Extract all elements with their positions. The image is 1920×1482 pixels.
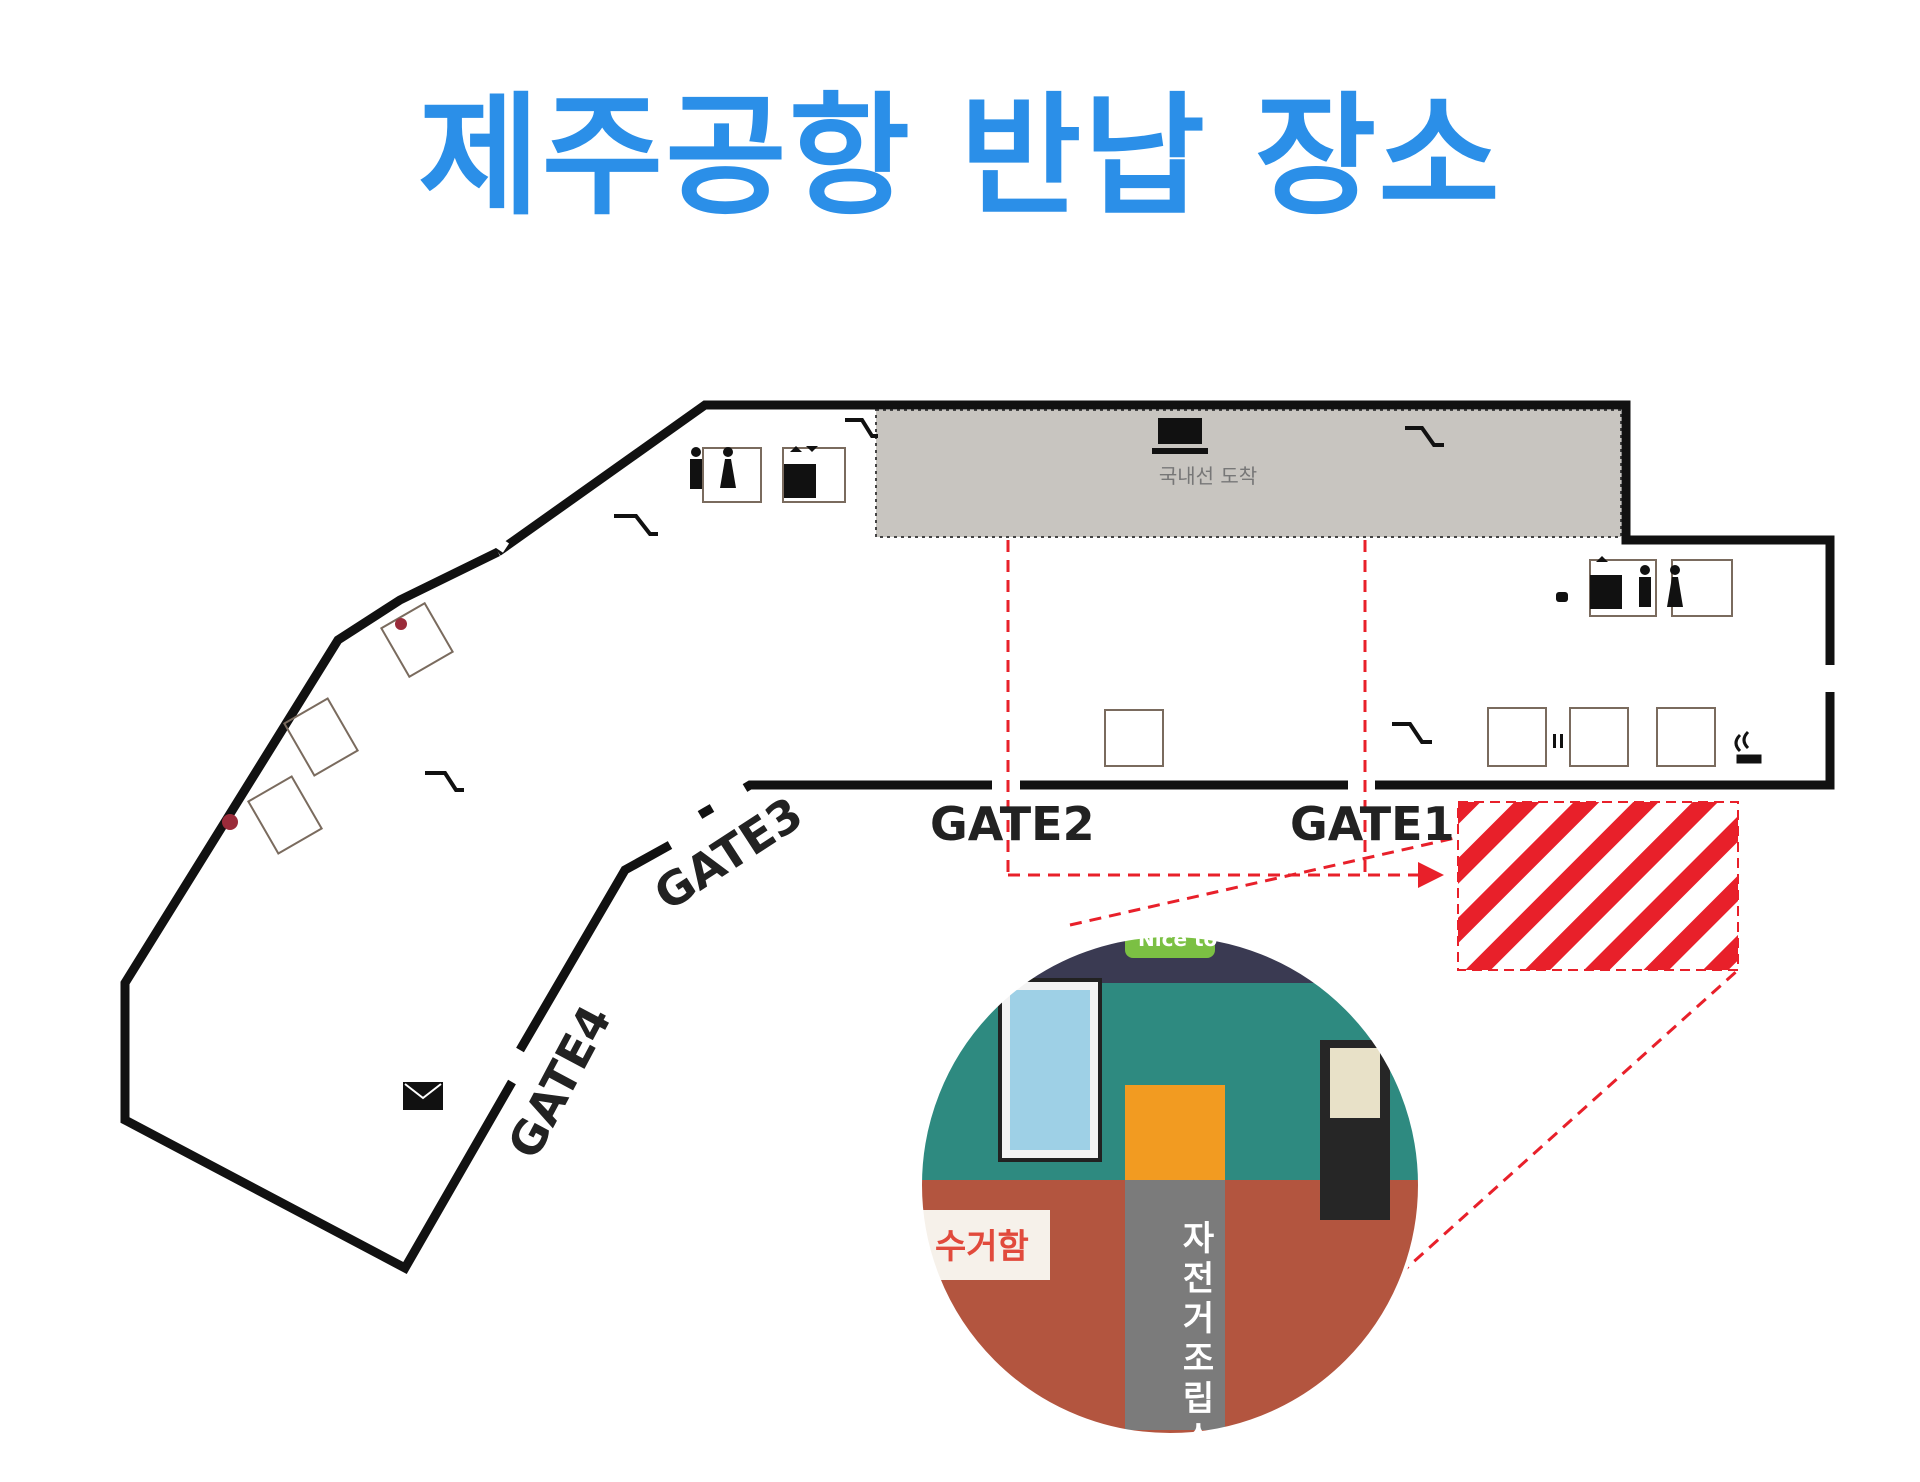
gate2-label: GATE2	[930, 797, 1095, 851]
screen-text: Nice to	[1138, 927, 1217, 951]
return-spot	[1457, 801, 1739, 971]
photo-frame	[918, 933, 1422, 1437]
gate1-label: GATE1	[1290, 797, 1455, 851]
return-spot-photo: Nice to 수거함 자전거조립소	[920, 927, 1420, 1460]
gate4-label: GATE4	[497, 996, 622, 1167]
elevator-icon	[784, 446, 818, 498]
cafe-icon	[1556, 592, 1568, 602]
arrival-area-label: 국내선 도착	[1159, 464, 1257, 488]
location-pin-icon	[222, 618, 407, 830]
restroom-icon	[690, 447, 736, 489]
restroom-icon-right	[1590, 556, 1683, 609]
restaurant-icon	[1553, 734, 1563, 748]
baggage-icon	[1152, 418, 1208, 454]
door-marks	[490, 535, 510, 553]
escalator-icon	[425, 418, 1444, 792]
mail-icon	[403, 1082, 443, 1110]
route-arrowhead	[1418, 862, 1444, 888]
facility-boxes	[246, 447, 1733, 855]
arrival-area	[875, 409, 1622, 538]
banner-text: 수거함	[935, 1227, 1029, 1267]
gate3-label: GATE3	[645, 786, 812, 921]
sign-text: 자전거조립소	[1175, 1220, 1215, 1460]
page-title: 제주공항 반납 장소	[418, 80, 1502, 234]
smoking-icon	[1734, 730, 1762, 764]
building-walls	[120, 400, 1835, 1275]
